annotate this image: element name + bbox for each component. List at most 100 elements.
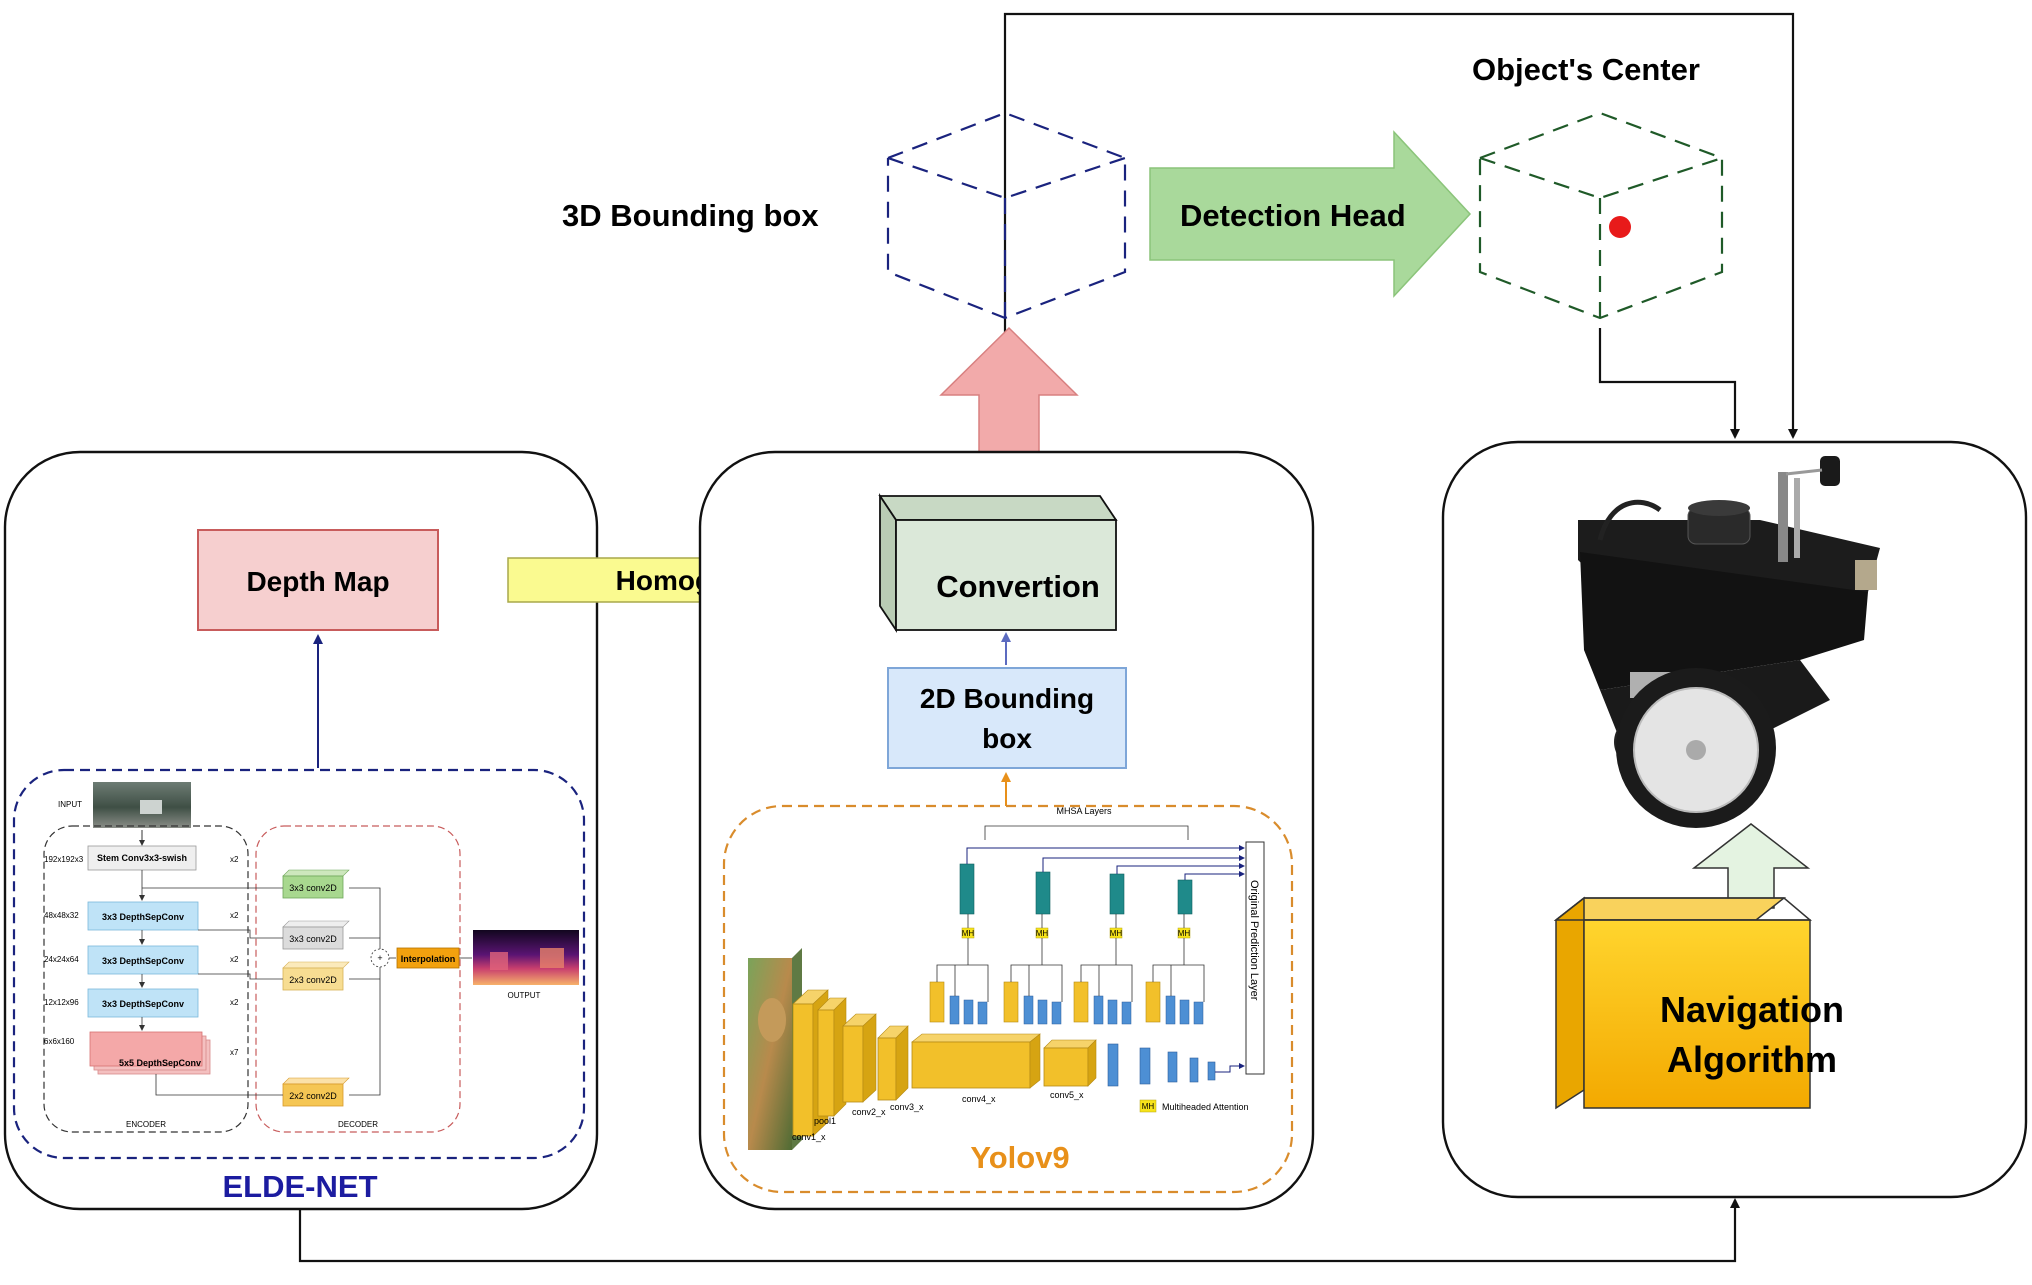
yolo-mh-label: MH [1110,929,1123,938]
yolo-backbone-block-top [911,1033,1041,1043]
yolo-legend-label: Multiheaded Attention [1162,1102,1249,1112]
elde-skip-connection [155,1074,283,1096]
elde-skip-connection [198,929,283,939]
connector-bottom-loop [298,1198,1740,1263]
yolo-upper-group [1073,873,1133,1025]
convertion-side-face [879,493,897,633]
robot-bracket-right [1855,560,1877,590]
elde-repeat-count: x2 [230,911,239,920]
yolo-stage-label: conv4_x [962,1094,996,1104]
yolo-stage-label: pool1 [814,1116,836,1126]
label-detection-head: Detection Head [1180,198,1406,233]
elde-encoder-block-label: 3x3 DepthSepConv [102,956,184,966]
depth-output-detail [490,952,508,970]
label-2d-bounding-line2: box [982,723,1032,754]
depth-map-box [197,529,439,631]
yolov9-dashed-frame [722,804,1294,1194]
elde-net-architecture-detail: INPUT ENCODER DECODER 192x192x3 48x48x32… [43,782,579,1133]
cube-3d-bounding-box-icon [886,111,1127,320]
robot-camera [1820,456,1840,486]
elde-encoder-label: ENCODER [126,1120,166,1129]
yolo-tail-block [1139,1047,1151,1085]
elde-encoder-block-label: 3x3 DepthSepConv [102,912,184,922]
robot-wheel-center [1686,740,1706,760]
label-2d-bounding-line1: 2D Bounding [920,683,1094,714]
elde-row-label: 192x192x3 [44,855,84,864]
label-elde-net: ELDE-NET [223,1169,378,1204]
robot-mast [1778,472,1788,562]
yolo-tail-block [1189,1057,1199,1083]
elde-decoder-block [282,875,344,899]
yolo-feature-line [966,845,1245,864]
yolo-stage-label: conv5_x [1050,1090,1084,1100]
connector-center-to-robot [1598,328,1740,439]
dog-head-icon [758,998,786,1042]
elde-encoder-block-label: 5x5 DepthSepConv [119,1058,201,1068]
yolo-backbone-block [911,1041,1031,1089]
convertion-top-face [878,495,1118,521]
yolo-backbone-block-side [1029,1033,1041,1089]
label-convertion: Convertion [936,569,1100,604]
elde-encoder-block [87,901,199,931]
elde-sum-symbol: + [377,953,382,963]
yolo-tail-block [1207,1061,1216,1081]
elde-encoder-block [89,1031,203,1067]
elde-decoder-block-label: 3x3 conv2D [289,883,337,893]
elde-repeat-count: x7 [230,1048,239,1057]
yolo-mh-label: MH [1178,929,1191,938]
elde-output-label: OUTPUT [508,991,541,1000]
yolo-stage-label: conv2_x [852,1107,886,1117]
yolo-mhsa-label: MHSA Layers [1056,806,1112,816]
elde-net-dashed-frame [12,768,586,1160]
dog-photo-icon [748,958,792,1150]
yolo-backbone-block-side [1087,1039,1097,1087]
yolo-upper-group [1003,871,1063,1025]
elde-encoder-block [87,988,199,1018]
label-navigation-line1: Navigation [1660,989,1844,1030]
yolo-backbone-block-side [862,1013,877,1103]
elde-row-label: 48x48x32 [44,911,79,920]
yolo-feature-line [1042,855,1245,872]
yolo-backbone-block [792,1003,814,1137]
yolo-tail-arrow [1215,1063,1245,1073]
yolo-mh-label: MH [1036,929,1049,938]
yolo-legend-swatch [1139,1099,1157,1113]
label-navigation-line2: Algorithm [1667,1039,1837,1080]
elde-repeat-count: x2 [230,955,239,964]
elde-decoder-block-top [282,920,350,928]
yolo-mh-label: MH [962,929,975,938]
elde-encoder-block-label: Stem Conv3x3-swish [97,853,187,863]
elde-decoder-label: DECODER [338,1120,378,1129]
elde-encoder-block [87,945,199,975]
yolo-upper-group [929,863,989,1025]
robot-body [1580,552,1868,690]
navigation-algorithm-box [1553,896,1813,1110]
yolo-stage-label: conv3_x [890,1102,924,1112]
detection-head-arrow [1149,130,1472,298]
elde-decoder-block-top [282,1077,350,1085]
yolo-feature-line [1116,863,1245,874]
nav-top-face [1553,897,1787,921]
robot-camera-arm [1785,468,1823,476]
elde-skip-connection [198,973,283,980]
street-car-icon [140,800,162,814]
nav-side-face [1555,896,1585,1110]
yolo-tail-block [1167,1051,1178,1083]
yolo-backbone-block-side [895,1025,909,1101]
elde-decoder-block-top [282,869,350,877]
yolo-prediction-layer [1245,841,1265,1075]
yolo-mhsa-bracket [984,825,1189,840]
elde-row-label: 12x12x96 [44,998,79,1007]
yolo-backbone-block [877,1037,897,1101]
label-3d-bounding-box: 3D Bounding box [562,198,819,233]
convertion-front-face [895,519,1117,631]
label-yolov9: Yolov9 [970,1140,1069,1175]
yolo-tail-block [1107,1043,1119,1087]
elde-input-label: INPUT [58,800,82,809]
elde-decoder-block-top [282,961,350,969]
elde-decoder-block-label: 2x3 conv2D [289,975,337,985]
yolo-legend-mh: MH [1142,1102,1155,1111]
elde-row-label: 6x6x160 [44,1037,75,1046]
elde-repeat-count: x2 [230,998,239,1007]
